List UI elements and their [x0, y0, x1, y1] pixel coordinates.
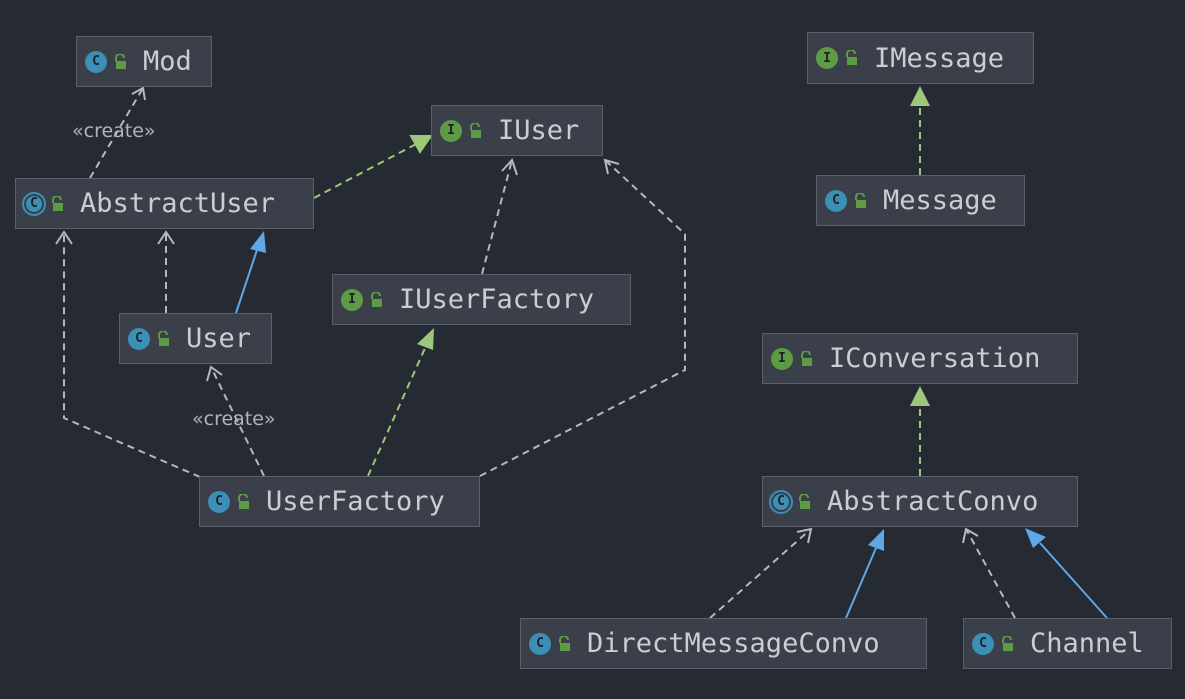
class-node-userfactory[interactable]: C UserFactory: [199, 476, 480, 527]
lock-icon: [801, 350, 812, 366]
triangle-head: [868, 529, 884, 551]
triangle-head: [250, 231, 266, 253]
node-label: IUserFactory: [399, 284, 595, 315]
node-label: IConversation: [829, 343, 1041, 374]
lock-icon: [559, 635, 570, 651]
edge-dmc-abstractconvo-gen: [845, 547, 877, 619]
node-label: AbstractConvo: [827, 486, 1039, 517]
node-label: IUser: [498, 115, 580, 146]
class-icon: C: [208, 490, 230, 513]
class-node-abstractconvo[interactable]: C AbstractConvo: [762, 476, 1078, 527]
lock-icon: [158, 330, 169, 346]
triangle-head: [910, 86, 930, 106]
edge-userfactory-user: [210, 366, 265, 477]
interface-node-iuserfactory[interactable]: I IUserFactory: [332, 274, 631, 325]
open-arrow-head: [796, 527, 813, 544]
edge-userfactory-abstractuser: [63, 232, 201, 478]
abstract-class-icon: C: [24, 193, 44, 214]
stereotype-create-user: «create»: [192, 408, 276, 430]
triangle-head: [1025, 528, 1046, 548]
edge-channel-abstractconvo-gen: [1039, 542, 1108, 619]
edge-channel-abstractconvo-dep: [965, 528, 1016, 619]
node-label: AbstractUser: [80, 188, 276, 219]
node-label: DirectMessageConvo: [587, 628, 880, 659]
interface-icon: I: [341, 288, 363, 311]
edge-user-abstractuser-gen: [235, 249, 258, 314]
stereotype-create-mod: «create»: [72, 120, 156, 142]
class-node-message[interactable]: C Message: [816, 175, 1025, 226]
open-arrow-head: [603, 158, 620, 175]
lock-icon: [238, 493, 249, 509]
interface-icon: I: [816, 47, 838, 69]
open-arrow-head: [157, 230, 175, 245]
open-arrow-head: [501, 158, 518, 176]
lock-icon: [115, 53, 126, 69]
class-icon: C: [825, 189, 847, 212]
node-label: IMessage: [874, 42, 1005, 74]
open-arrow-head: [206, 365, 223, 382]
open-arrow-head: [962, 527, 979, 544]
edge-userfactory-iuser: [479, 159, 686, 477]
edge-abstractuser-mod: [89, 87, 144, 179]
edge-dmc-abstractconvo-dep: [709, 528, 812, 619]
lock-icon: [1002, 635, 1013, 651]
class-icon: C: [85, 50, 107, 73]
class-icon: C: [529, 632, 551, 655]
interface-node-iuser[interactable]: I IUser: [431, 105, 603, 156]
class-icon: C: [972, 632, 994, 655]
edge-userfactory-iuserfactory: [367, 345, 427, 477]
class-node-directmessageconvo[interactable]: C DirectMessageConvo: [520, 618, 927, 669]
lock-icon: [470, 122, 481, 138]
lock-icon: [855, 192, 866, 208]
lock-icon: [371, 291, 382, 307]
node-label: UserFactory: [266, 486, 445, 517]
interface-icon: I: [771, 347, 793, 370]
class-node-abstractuser[interactable]: C AbstractUser: [15, 178, 314, 229]
class-node-mod[interactable]: C Mod: [76, 36, 212, 87]
node-label: Message: [883, 185, 997, 216]
node-label: Mod: [143, 46, 192, 77]
lock-icon: [846, 50, 857, 65]
triangle-head: [910, 386, 930, 406]
abstract-class-icon: C: [771, 491, 791, 512]
open-arrow-head: [131, 86, 146, 101]
interface-icon: I: [440, 119, 462, 142]
class-node-channel[interactable]: C Channel: [963, 618, 1172, 669]
open-arrow-head: [55, 230, 73, 245]
interface-node-imessage[interactable]: I IMessage: [807, 32, 1034, 84]
lock-icon: [799, 493, 810, 509]
interface-node-iconversation[interactable]: I IConversation: [762, 333, 1078, 384]
hollow-triangle-head: [409, 135, 433, 154]
class-icon: C: [128, 327, 150, 350]
class-node-user[interactable]: C User: [119, 313, 272, 364]
node-label: Channel: [1030, 628, 1144, 659]
triangle-head: [417, 328, 434, 350]
edge-iuserfactory-iuser: [481, 159, 513, 275]
node-label: User: [186, 323, 252, 354]
edge-abstractuser-iuser: [313, 141, 421, 199]
lock-icon: [52, 195, 63, 211]
